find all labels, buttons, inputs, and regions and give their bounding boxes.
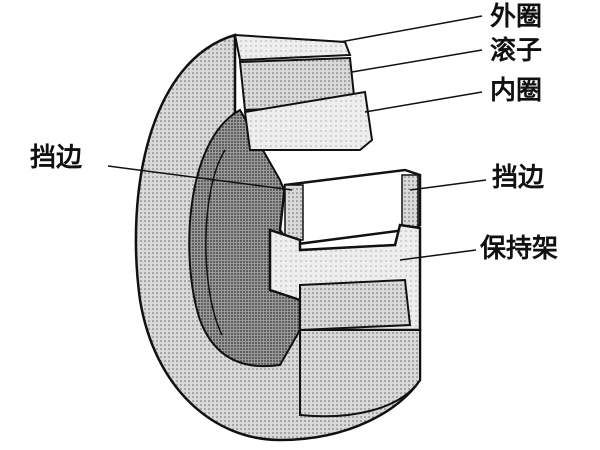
inner-ring-section (243, 90, 374, 151)
label-roller: 滚子 (490, 36, 543, 66)
lower-roller (299, 278, 412, 332)
outer-ring-section (233, 33, 352, 62)
label-rib-left: 挡边 (30, 143, 83, 173)
label-cage: 保持架 (480, 234, 559, 264)
label-outer-ring: 外圈 (490, 2, 543, 32)
label-rib-right: 挡边 (492, 163, 545, 193)
bore-shape (188, 108, 301, 368)
label-inner-ring: 内圈 (490, 76, 543, 106)
leader-lines (107, 15, 487, 261)
